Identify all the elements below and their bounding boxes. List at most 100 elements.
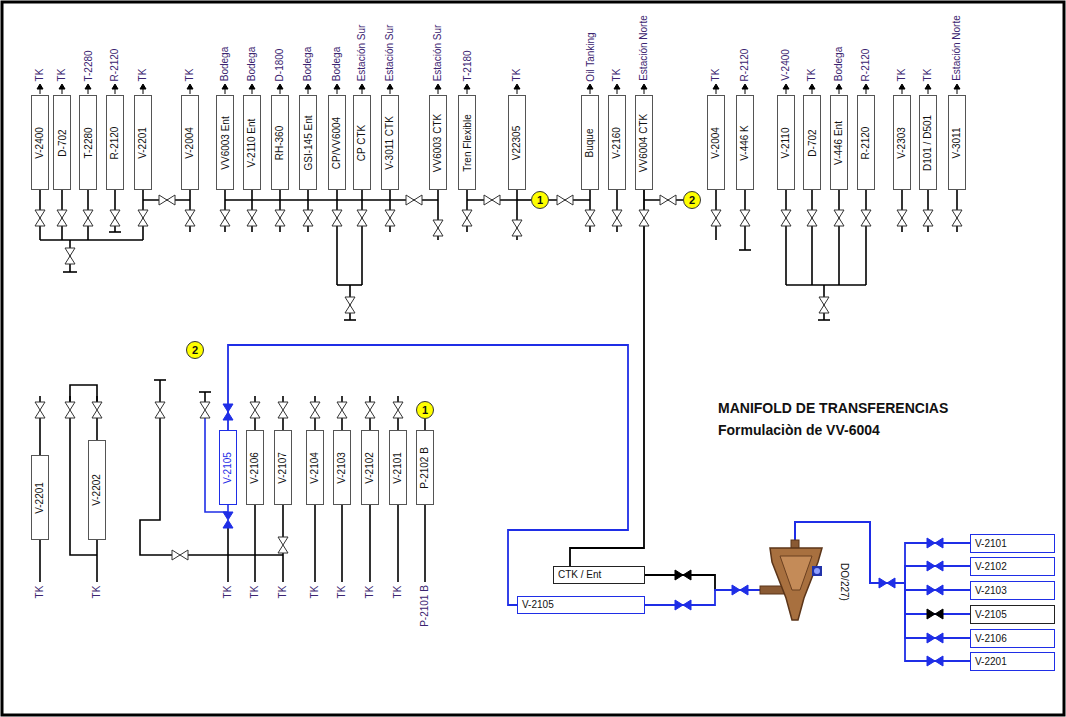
equipment-label: V-2110 Ent bbox=[246, 118, 258, 167]
equipment-label: CP/VV6004 bbox=[331, 116, 343, 168]
line-box: V-2101 bbox=[970, 534, 1055, 553]
flow-arrow bbox=[249, 84, 255, 94]
valve-symbol bbox=[220, 210, 230, 226]
valve-symbol bbox=[57, 210, 67, 226]
valve-symbol bbox=[927, 538, 943, 548]
tank-box: T-2280T-2280 bbox=[79, 95, 97, 190]
tank-box: D-702TK bbox=[53, 95, 71, 190]
valve-symbol bbox=[923, 210, 933, 226]
flow-arrow bbox=[587, 84, 593, 94]
valve-symbol bbox=[110, 210, 120, 226]
destination-label: T-2180 bbox=[461, 50, 473, 81]
valve-symbol bbox=[406, 195, 422, 205]
pipe bbox=[397, 418, 399, 430]
flow-arrow bbox=[277, 84, 283, 94]
connectors bbox=[228, 190, 970, 661]
valve-symbol bbox=[927, 609, 943, 619]
equipment-label: D-702 bbox=[806, 129, 818, 156]
destination-label: TK bbox=[511, 68, 523, 81]
equipment-label: V-2303 bbox=[896, 127, 908, 159]
tank-box: BuqueOil Tanking bbox=[581, 95, 599, 190]
equipment-label: V-2106 bbox=[975, 633, 1007, 645]
tank-box: V-2004TK bbox=[181, 95, 199, 190]
valve-symbol bbox=[861, 210, 871, 226]
tank-box: V22305TK bbox=[508, 95, 526, 190]
equipment-label: V-2400 bbox=[34, 127, 46, 159]
destination-label: TK bbox=[309, 585, 321, 598]
tank-box: V-2101TK bbox=[389, 430, 407, 505]
pipe bbox=[39, 540, 41, 582]
pipe bbox=[369, 396, 371, 402]
flow-arrow bbox=[925, 84, 931, 94]
tank-box: V-2201TK bbox=[134, 95, 152, 190]
pipe bbox=[517, 199, 531, 201]
valve-symbol bbox=[433, 220, 443, 236]
valve-symbol bbox=[275, 210, 285, 226]
valve-symbol bbox=[223, 404, 233, 420]
flow-arrows bbox=[37, 84, 960, 94]
flow-arrow bbox=[836, 84, 842, 94]
pipe bbox=[159, 380, 161, 402]
equipment-label: T-2280 bbox=[82, 127, 94, 158]
tank-box: V-3011Estación Norte bbox=[948, 95, 966, 190]
tank-box: V-2107TK bbox=[274, 430, 292, 505]
flow-arrow bbox=[187, 84, 193, 94]
pipe bbox=[424, 505, 426, 582]
flow-arrow bbox=[863, 84, 869, 94]
valve-symbol bbox=[337, 402, 347, 418]
flow-arrow bbox=[954, 84, 960, 94]
tank-box: R-2120R-2120 bbox=[857, 95, 875, 190]
valve-symbol bbox=[155, 402, 165, 418]
line-box: V-2105 bbox=[517, 596, 645, 614]
pipe bbox=[40, 239, 143, 241]
destination-label: TK bbox=[896, 68, 908, 81]
pipe bbox=[865, 190, 867, 285]
pipe bbox=[154, 379, 166, 381]
destination-label: V-2400 bbox=[780, 49, 792, 81]
equipment-label: VV6003 Ent bbox=[219, 116, 231, 169]
valve-symbol bbox=[357, 210, 367, 226]
tank-box: V-446 EntBodega bbox=[830, 95, 848, 190]
destination-label: Estación Sur bbox=[384, 24, 396, 81]
equipment-label: V-2107 bbox=[277, 452, 289, 484]
tank-box: R-2120R-2120 bbox=[106, 95, 124, 190]
equipment-label: D101 / D501 bbox=[922, 114, 934, 170]
flow-arrow bbox=[359, 84, 365, 94]
valve-symbol bbox=[462, 210, 472, 226]
pipe bbox=[188, 554, 283, 556]
valve-symbol bbox=[927, 585, 943, 595]
equipment-label: V-2102 bbox=[364, 452, 376, 484]
tank-box: V-2400TK bbox=[31, 95, 49, 190]
equipment-label: V-2102 bbox=[975, 561, 1007, 573]
equipment-label: V-2106 bbox=[249, 452, 261, 484]
pipe bbox=[341, 396, 343, 402]
destination-label: TK bbox=[249, 585, 261, 598]
destination-label: TK bbox=[137, 68, 149, 81]
flow-arrow bbox=[641, 84, 647, 94]
equipment-label: V-2105 bbox=[522, 599, 554, 611]
equipment-label: CTK / Ent bbox=[558, 569, 601, 581]
equipment-label: V-2004 bbox=[710, 127, 722, 159]
pipe bbox=[39, 418, 41, 455]
pipe bbox=[70, 385, 97, 402]
flow-arrow bbox=[783, 84, 789, 94]
equipment-label: V-446 Ent bbox=[833, 121, 845, 165]
valve-symbol bbox=[484, 195, 500, 205]
equipment-label: V-2201 bbox=[137, 127, 149, 159]
valve-symbol bbox=[303, 210, 313, 226]
flow-arrow bbox=[742, 84, 748, 94]
diagram-title: MANIFOLD DE TRANSFERENCIAS bbox=[718, 400, 948, 417]
valve-symbol bbox=[159, 195, 175, 205]
tank-box: GSI-145 EntBodega bbox=[299, 95, 317, 190]
valve-symbol bbox=[612, 210, 622, 226]
valve-symbol bbox=[200, 402, 210, 418]
pipe bbox=[63, 271, 77, 273]
pipe bbox=[96, 396, 98, 402]
valve-symbol bbox=[660, 195, 676, 205]
pipe bbox=[254, 505, 256, 582]
callout-number: 2 bbox=[186, 341, 204, 359]
flow-arrow bbox=[514, 84, 520, 94]
pipe bbox=[397, 505, 399, 582]
callout-number: 1 bbox=[531, 191, 549, 209]
tank-box: V-2110V-2400 bbox=[777, 95, 795, 190]
